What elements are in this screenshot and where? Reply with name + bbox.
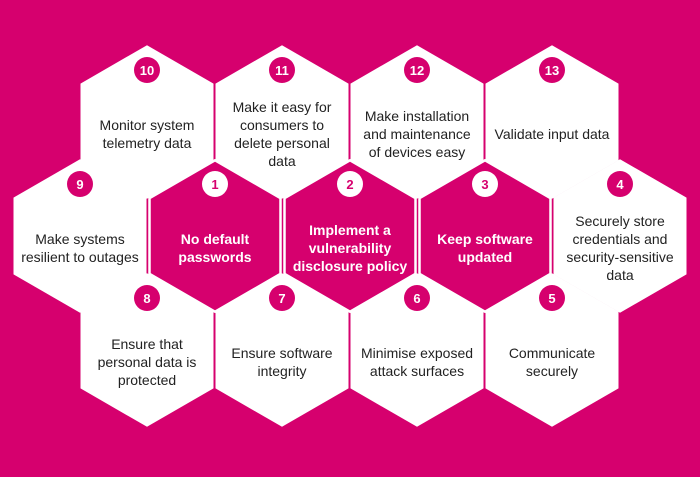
hexagon-4 [553,159,687,313]
number-badge-7 [269,285,295,311]
number-badge-1 [202,171,228,197]
hex-cell-3 [418,158,552,314]
hexagon-10 [80,45,214,199]
hexagon-5 [485,273,619,427]
hexagon-6 [350,273,484,427]
hex-cell-1 [148,158,282,314]
hexagon-8 [80,273,214,427]
number-badge-11 [269,57,295,83]
number-badge-3 [472,171,498,197]
hexagon-3 [418,158,552,314]
hexagon-12 [350,45,484,199]
hexagon-2 [283,158,417,314]
hex-cell-2 [283,158,417,314]
hex-cell-5 [485,273,619,427]
hexagon-11 [215,45,349,199]
number-badge-13 [539,57,565,83]
hex-cell-10 [80,45,214,199]
hexagon-7 [215,273,349,427]
hex-cell-9 [13,159,147,313]
hexagon-9 [13,159,147,313]
number-badge-6 [404,285,430,311]
hex-cell-4 [553,159,687,313]
hex-cell-8 [80,273,214,427]
hex-cell-11 [215,45,349,199]
hexagon-1 [148,158,282,314]
hex-cell-12 [350,45,484,199]
number-badge-9 [67,171,93,197]
number-badge-4 [607,171,633,197]
number-badge-10 [134,57,160,83]
number-badge-12 [404,57,430,83]
hex-cell-13 [485,45,619,199]
hex-cell-7 [215,273,349,427]
hex-cell-6 [350,273,484,427]
number-badge-5 [539,285,565,311]
number-badge-8 [134,285,160,311]
hexagon-13 [485,45,619,199]
number-badge-2 [337,171,363,197]
